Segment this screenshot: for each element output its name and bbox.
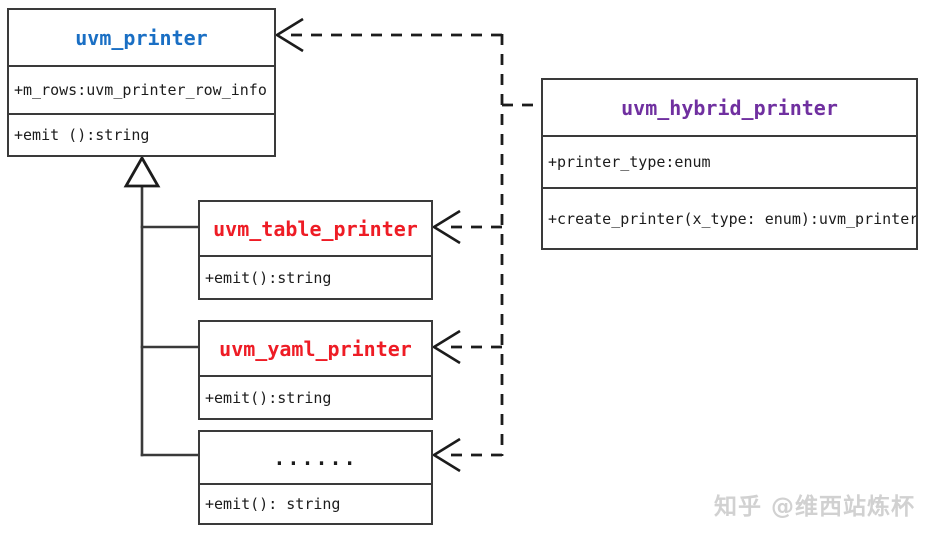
method-emit: +emit ():string xyxy=(14,126,150,144)
attribute-m-rows: +m_rows:uvm_printer_row_info xyxy=(14,81,267,99)
method-emit: +emit(): string xyxy=(205,495,341,513)
class-compartment-attributes: +m_rows:uvm_printer_row_info xyxy=(9,65,274,113)
class-compartment-methods: +emit():string xyxy=(200,375,431,418)
class-name-uvm-hybrid-printer: uvm_hybrid_printer xyxy=(621,95,838,120)
class-box-uvm-hybrid-printer[interactable]: uvm_hybrid_printer +printer_type:enum +c… xyxy=(541,78,918,250)
inheritance-triangle xyxy=(123,155,161,188)
method-emit: +emit():string xyxy=(205,268,332,287)
class-name-ellipsis: ...... xyxy=(273,445,358,470)
class-compartment-methods: +emit ():string xyxy=(9,113,274,155)
class-compartment-attributes: +printer_type:enum xyxy=(543,135,916,187)
class-compartment-methods: +create_printer(x_type: enum):uvm_printe… xyxy=(543,187,916,248)
class-name-uvm-table-printer: uvm_table_printer xyxy=(213,216,418,241)
class-box-uvm-yaml-printer[interactable]: uvm_yaml_printer +emit():string xyxy=(198,320,433,420)
class-compartment-title: ...... xyxy=(200,432,431,483)
class-box-uvm-printer[interactable]: uvm_printer +m_rows:uvm_printer_row_info… xyxy=(7,8,276,157)
method-create-printer: +create_printer(x_type: enum):uvm_printe… xyxy=(548,209,916,228)
class-box-ellipsis-printer[interactable]: ...... +emit(): string xyxy=(198,430,433,525)
class-compartment-methods: +emit():string xyxy=(200,255,431,298)
class-compartment-title: uvm_table_printer xyxy=(200,202,431,255)
class-compartment-methods: +emit(): string xyxy=(200,483,431,523)
class-name-uvm-printer: uvm_printer xyxy=(75,25,208,50)
watermark: 知乎 @维西站炼杯 xyxy=(713,494,915,520)
class-compartment-title: uvm_hybrid_printer xyxy=(543,80,916,135)
class-compartment-title: uvm_printer xyxy=(9,10,274,65)
class-box-uvm-table-printer[interactable]: uvm_table_printer +emit():string xyxy=(198,200,433,300)
generalization-edges xyxy=(140,182,201,457)
class-compartment-title: uvm_yaml_printer xyxy=(200,322,431,375)
attribute-printer-type: +printer_type:enum xyxy=(548,153,711,171)
class-name-uvm-yaml-printer: uvm_yaml_printer xyxy=(219,336,412,361)
method-emit: +emit():string xyxy=(205,388,332,407)
